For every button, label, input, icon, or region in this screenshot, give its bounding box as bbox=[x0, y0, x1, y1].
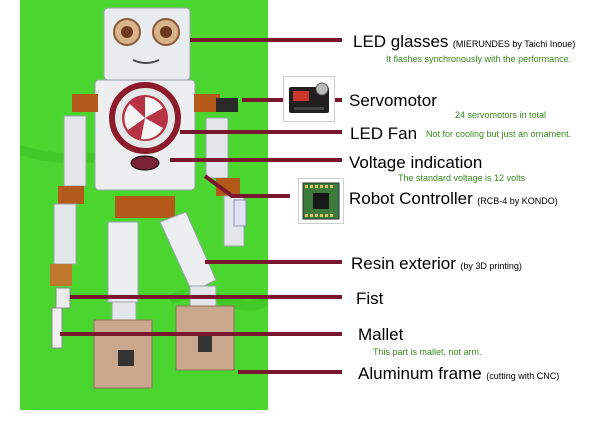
note-led-glasses: It flashes synchronously with the perfor… bbox=[386, 54, 572, 64]
callout-resin: Resin exterior (by 3D printing) bbox=[351, 255, 522, 273]
detail-controller: (RCB-4 by KONDO) bbox=[477, 196, 558, 206]
callout-mallet: Mallet bbox=[358, 326, 403, 344]
servomotor-thumbnail bbox=[283, 76, 335, 122]
label-led-glasses: LED glasses bbox=[353, 32, 449, 51]
label-resin: Resin exterior bbox=[351, 254, 456, 273]
label-servomotor: Servomotor bbox=[349, 91, 437, 110]
robot-torso bbox=[94, 79, 196, 191]
callout-led-fan: LED Fan bbox=[350, 125, 417, 143]
note-mallet: This part is mallet, not arm. bbox=[373, 347, 482, 357]
servo bbox=[115, 196, 175, 218]
servo bbox=[72, 94, 98, 112]
callout-voltage: Voltage indication bbox=[349, 154, 482, 172]
controller-thumbnail bbox=[298, 178, 344, 224]
detail-led-glasses: (MIERUNDES by Taichi Inoue) bbox=[452, 39, 576, 49]
label-controller: Robot Controller bbox=[349, 189, 473, 208]
robot-photo bbox=[20, 0, 268, 410]
label-fist: Fist bbox=[356, 289, 384, 308]
note-voltage: The standard voltage is 12 volts bbox=[398, 173, 526, 183]
label-mallet: Mallet bbox=[358, 325, 404, 344]
servomotor-icon bbox=[289, 82, 329, 113]
label-led-fan: LED Fan bbox=[350, 124, 418, 143]
circuit-board-icon bbox=[302, 182, 340, 220]
robot-head bbox=[103, 7, 191, 81]
callout-servomotor: Servomotor bbox=[349, 92, 437, 110]
servo bbox=[194, 94, 220, 112]
note-led-fan: Not for cooling but just an ornament. bbox=[426, 129, 572, 139]
aluminum-frame bbox=[175, 305, 235, 371]
robot-right-leg bbox=[159, 211, 235, 371]
label-aluminum: Aluminum frame bbox=[358, 364, 482, 383]
servo bbox=[216, 98, 238, 112]
voltage-display bbox=[130, 155, 160, 171]
robot-left-leg bbox=[93, 221, 153, 389]
callout-controller: Robot Controller (RCB-4 by KONDO) bbox=[349, 190, 558, 208]
note-servomotor: 24 servomotors in total bbox=[455, 110, 547, 120]
detail-resin: (by 3D printing) bbox=[460, 261, 522, 271]
callout-fist: Fist bbox=[356, 290, 383, 308]
callout-led-glasses: LED glasses (MIERUNDES by Taichi Inoue) bbox=[353, 33, 575, 51]
robot-left-arm bbox=[50, 115, 87, 349]
callout-aluminum: Aluminum frame (cutting with CNC) bbox=[358, 365, 559, 383]
fist bbox=[55, 287, 71, 309]
detail-aluminum: (cutting with CNC) bbox=[486, 371, 560, 381]
label-voltage: Voltage indication bbox=[349, 153, 483, 172]
mallet bbox=[51, 307, 63, 349]
